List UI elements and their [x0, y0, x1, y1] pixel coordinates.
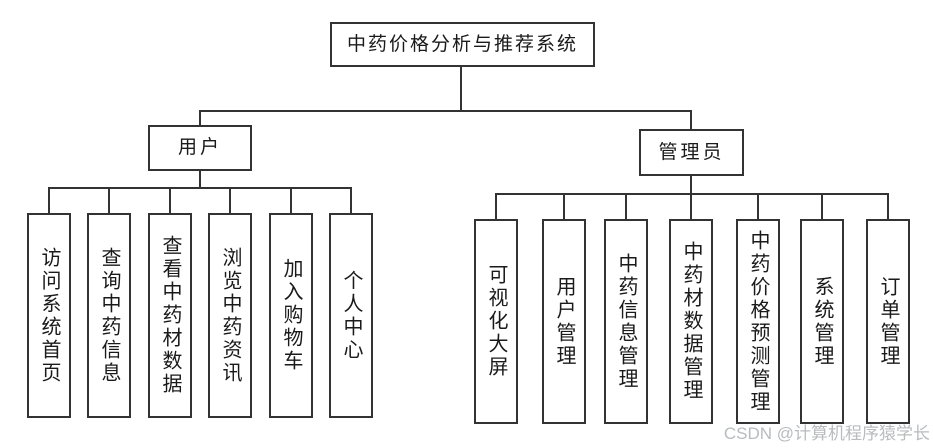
user-leaf: 查询中药信息 [87, 213, 131, 418]
admin-leaf: 中药价格预测管理 [736, 219, 780, 424]
connector-line [690, 176, 692, 194]
connector-line [199, 171, 201, 188]
user-leaf: 个人中心 [329, 213, 373, 418]
connector-line [563, 193, 565, 219]
connector-line [690, 110, 692, 129]
user-leaf: 加入购物车 [269, 213, 313, 418]
connector-line [108, 187, 110, 213]
watermark: CSDN @计算机程序猿学长 [723, 424, 930, 443]
admin-leaf: 用户管理 [542, 219, 586, 424]
branch-node-admin: 管理员 [639, 129, 744, 176]
connector-line [229, 187, 231, 213]
connector-line [821, 193, 823, 219]
connector-line [625, 193, 627, 219]
connector-line [48, 187, 50, 213]
connector-line [48, 187, 352, 189]
user-leaf: 浏览中药资讯 [208, 213, 252, 418]
connector-line [757, 193, 759, 219]
admin-leaf: 中药信息管理 [604, 219, 648, 424]
connector-line [887, 193, 889, 219]
connector-line [169, 187, 171, 213]
connector-line [290, 187, 292, 213]
connector-line [495, 193, 497, 219]
connector-line [460, 67, 462, 111]
root-node: 中药价格分析与推荐系统 [330, 22, 595, 67]
connector-line [690, 193, 692, 219]
connector-line [199, 110, 692, 112]
branch-node-user: 用户 [148, 125, 252, 171]
connector-line [199, 110, 201, 125]
connector-line [350, 187, 352, 213]
admin-leaf: 中药材数据管理 [669, 219, 713, 424]
admin-leaf: 订单管理 [866, 219, 910, 424]
connector-line [495, 193, 889, 195]
admin-leaf: 系统管理 [800, 219, 844, 424]
admin-leaf: 可视化大屏 [474, 219, 518, 424]
user-leaf: 查看中药材数据 [148, 213, 192, 418]
user-leaf: 访问系统首页 [27, 213, 71, 418]
